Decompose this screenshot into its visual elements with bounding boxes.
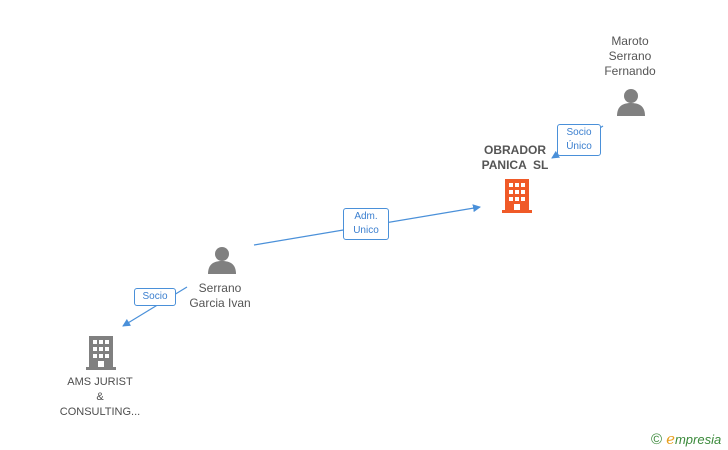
logo-wordmark: mpresia	[674, 431, 722, 447]
node-label-serrano[interactable]: Serrano Garcia Ivan	[170, 281, 270, 311]
person-icon[interactable]	[208, 247, 236, 274]
edge-label-adm-unico[interactable]: Adm. Unico	[343, 208, 389, 240]
logo-initial: e	[666, 430, 675, 448]
node-label-line: Maroto	[611, 34, 649, 48]
node-label-obrador[interactable]: OBRADOR PANICA SL	[465, 143, 565, 173]
node-label-line: CONSULTING...	[59, 406, 141, 418]
edge-label-line: Socio	[142, 291, 168, 302]
copyright-symbol: ©	[651, 430, 663, 448]
person-icon[interactable]	[617, 89, 645, 116]
node-label-line: Serrano	[608, 49, 652, 63]
node-label-line: &	[96, 391, 104, 403]
node-label-line: OBRADOR	[484, 143, 546, 157]
edge-label-line: Socio	[566, 127, 592, 138]
node-label-line: AMS JURIST	[67, 376, 133, 388]
building-icon[interactable]	[86, 336, 116, 370]
edge-label-line: Único	[566, 141, 592, 152]
edge-label-socio[interactable]: Socio	[134, 288, 176, 306]
node-label-maroto[interactable]: Maroto Serrano Fernando	[585, 34, 675, 79]
node-label-line: Serrano	[198, 281, 242, 295]
node-label-ams[interactable]: AMS JURIST & CONSULTING...	[45, 375, 155, 420]
edge-label-socio-unico[interactable]: Socio Único	[557, 124, 601, 156]
empresia-logo: © e mpresia	[651, 430, 721, 448]
edge-label-line: Unico	[353, 225, 379, 236]
edge-label-line: Adm.	[354, 211, 378, 222]
node-label-line: PANICA SL	[481, 158, 549, 172]
edge-line-socio	[122, 286, 188, 327]
node-label-line: Garcia Ivan	[189, 296, 251, 310]
node-label-line: Fernando	[604, 64, 656, 78]
building-icon[interactable]	[502, 179, 532, 213]
